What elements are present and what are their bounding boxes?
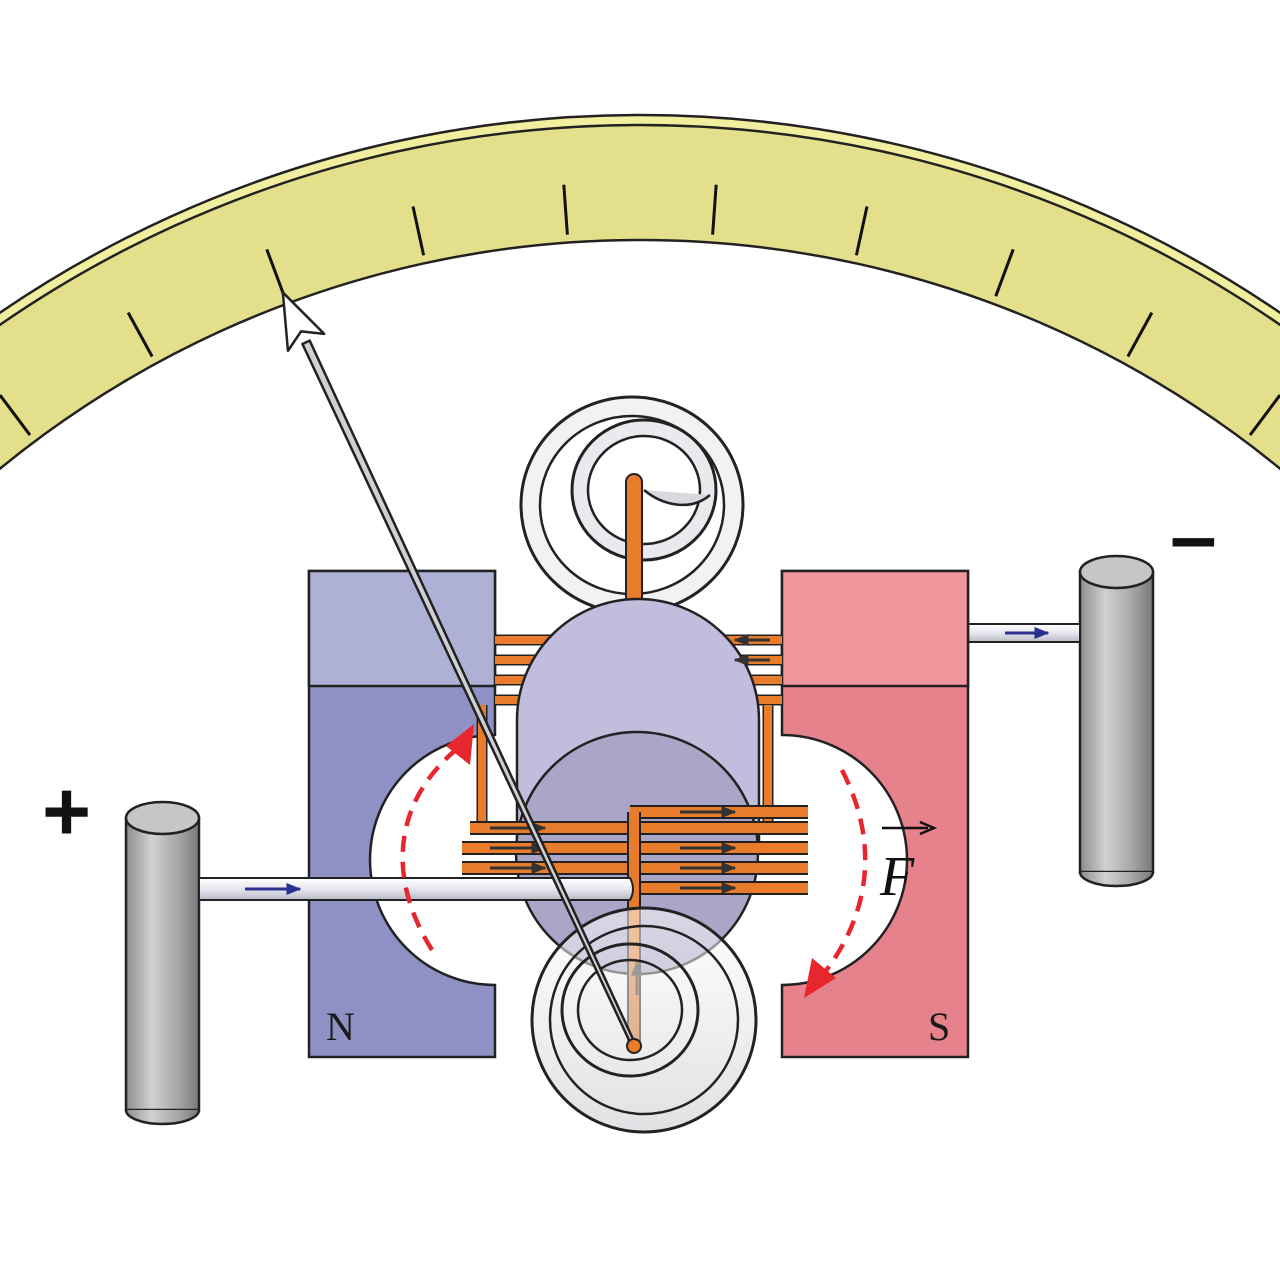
rotation-arrow-left xyxy=(400,724,474,952)
lower-spring xyxy=(530,906,758,1134)
scale-tick xyxy=(411,206,426,256)
negative-terminal xyxy=(1078,554,1155,888)
left-lead-wire xyxy=(198,877,634,901)
scale-tick xyxy=(265,248,286,297)
scale-tick xyxy=(994,248,1015,297)
pointer-needle xyxy=(281,291,642,1054)
north-magnet xyxy=(307,569,497,1059)
scale-tick xyxy=(126,311,154,358)
vector-arrowhead-icon xyxy=(919,820,938,836)
scale-ticks xyxy=(0,184,1280,436)
force-vector-label: F xyxy=(879,820,938,908)
scale-tick xyxy=(1248,394,1280,436)
scale-face xyxy=(0,123,1280,471)
right-lead-wire xyxy=(965,623,1081,643)
upper-spring xyxy=(519,395,745,625)
north-pole-label: N xyxy=(326,1004,355,1049)
meter-scale xyxy=(0,113,1280,471)
negative-sign: – xyxy=(1170,489,1217,583)
positive-sign: + xyxy=(42,764,91,858)
force-label: F xyxy=(879,846,915,908)
rotation-arrow-right xyxy=(804,768,868,998)
south-magnet xyxy=(780,569,970,1059)
scale-tick xyxy=(854,206,869,256)
south-pole-label: S xyxy=(928,1004,950,1049)
scale-tick xyxy=(711,184,718,235)
scale-tick xyxy=(1126,311,1154,358)
scale-tick xyxy=(562,184,569,235)
positive-terminal xyxy=(124,800,201,1126)
scale-tick xyxy=(0,394,32,436)
